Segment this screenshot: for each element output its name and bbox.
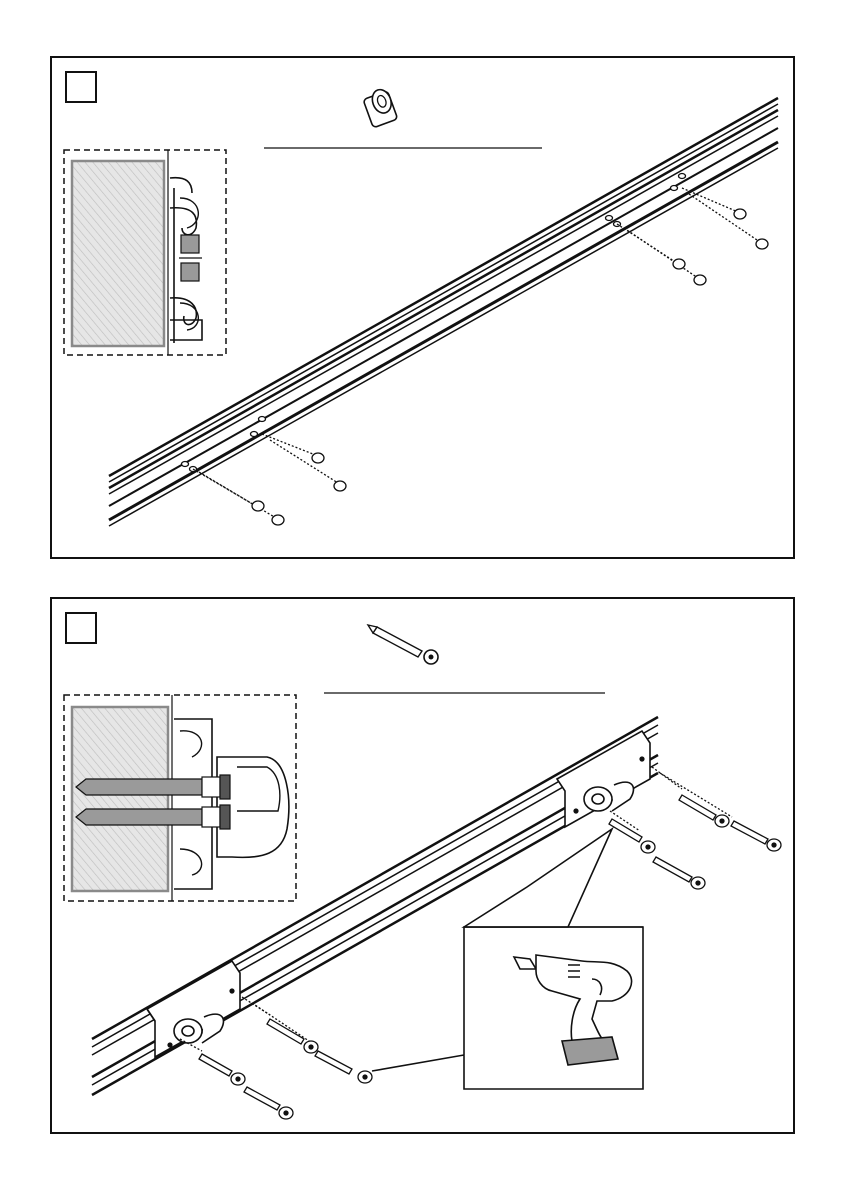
step-1-illustration bbox=[52, 58, 793, 557]
mounting-screw bbox=[76, 805, 230, 829]
mounting-bracket bbox=[557, 731, 650, 827]
spacer-sleeve bbox=[181, 263, 199, 281]
spacer-sleeves bbox=[182, 174, 769, 526]
spacer-sleeve bbox=[181, 235, 199, 253]
step-2-illustration bbox=[52, 599, 793, 1132]
spacer-sleeve-icon bbox=[363, 87, 398, 128]
rail-cross-section-with-spacers bbox=[64, 150, 226, 355]
mounting-bracket bbox=[147, 961, 240, 1057]
wall-section bbox=[72, 707, 168, 891]
step-panel-1 bbox=[50, 56, 795, 559]
rail-cross-section-with-screws bbox=[64, 695, 296, 901]
mounting-screw bbox=[76, 775, 230, 799]
step-panel-2 bbox=[50, 597, 795, 1134]
cordless-drill-icon bbox=[372, 829, 643, 1089]
screw-icon bbox=[368, 625, 438, 664]
double-track-rail bbox=[109, 98, 778, 526]
wall-section bbox=[72, 161, 164, 346]
